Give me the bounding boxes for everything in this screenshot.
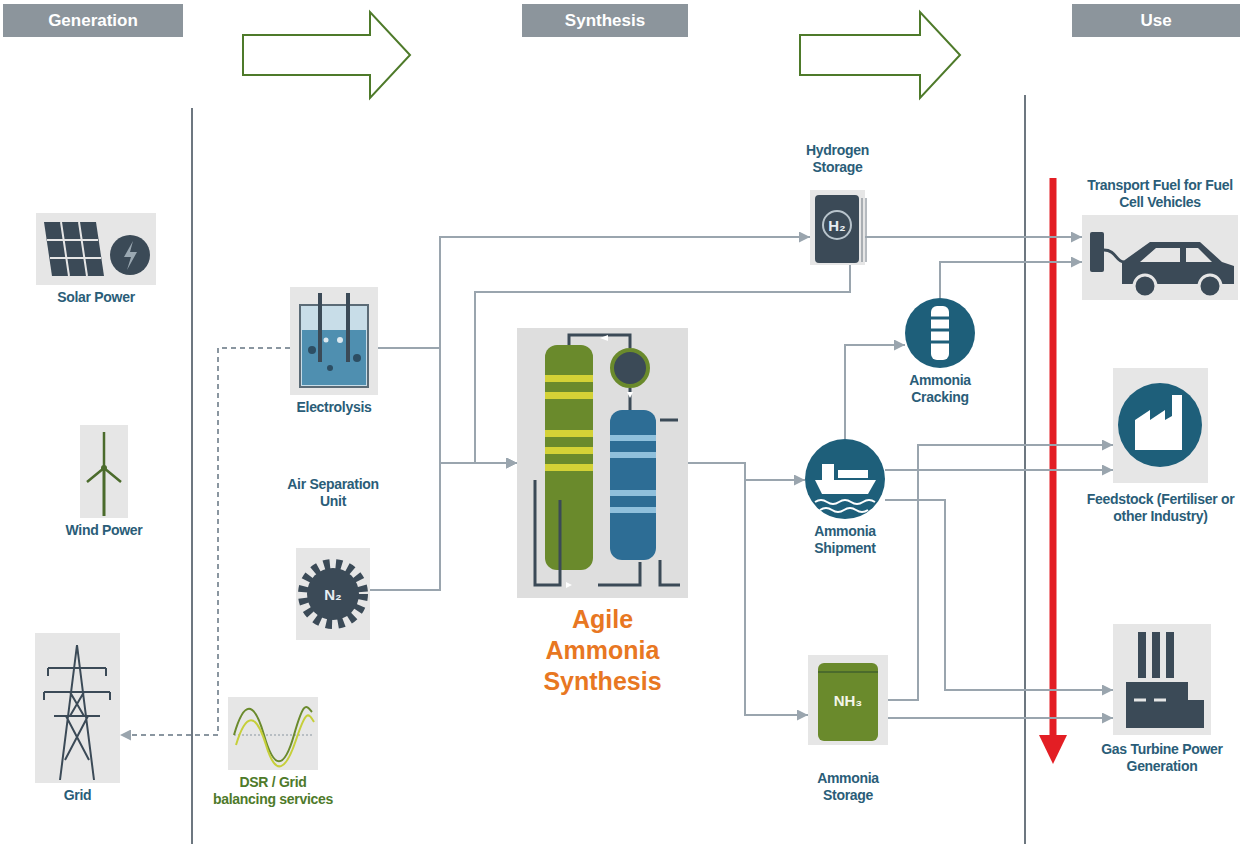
flow-arrow (888, 717, 1113, 719)
flow-arrow (475, 265, 850, 463)
flow-arrow (378, 348, 517, 463)
stage-header: Synthesis (522, 4, 688, 37)
stage-header: Generation (3, 4, 183, 37)
node-label: Ammonia Cracking (900, 372, 980, 406)
flow-arrow (885, 500, 1113, 690)
ship-icon (805, 439, 885, 519)
node-label: Agile Ammonia Synthesis (523, 604, 683, 697)
header-text: Synthesis (565, 11, 645, 31)
icon-node: Grid (35, 633, 120, 783)
header-text: Generation (48, 11, 138, 31)
flow-arrow (688, 463, 808, 715)
ammonia-tank-icon (808, 655, 888, 745)
icon-node: Electrolysis (290, 287, 378, 395)
node-label: DSR / Grid balancing services (207, 774, 339, 808)
header-text: Use (1140, 11, 1171, 31)
node-label: Grid (38, 787, 118, 804)
car-icon (1082, 215, 1238, 300)
node-label: Electrolysis (279, 399, 389, 416)
icon-node: Agile Ammonia Synthesis (517, 328, 688, 598)
separator-line (191, 108, 193, 844)
wind-icon (80, 425, 128, 518)
grid-pylon-icon (35, 633, 120, 783)
factory-icon (1113, 368, 1208, 483)
stage-arrow (243, 12, 410, 98)
cracking-icon (905, 298, 975, 368)
flow-arrow (885, 469, 1113, 471)
chemical-symbol: NH₃ (834, 692, 863, 709)
chemical-symbol: H₂ (828, 217, 846, 234)
icon-node: Ammonia Shipment (805, 439, 885, 519)
power-station-icon (1113, 624, 1211, 735)
stage-arrow (800, 12, 960, 98)
node-label: Hydrogen Storage (798, 142, 878, 176)
synthesis-plant-icon (517, 328, 688, 598)
flow-arrow (120, 348, 290, 735)
node-label: Solar Power (41, 289, 151, 306)
icon-node: Wind Power (80, 425, 128, 518)
icon-node: Ammonia Cracking (905, 298, 975, 368)
icon-node: Solar Power (36, 213, 156, 285)
node-label: Air Separation Unit (277, 476, 389, 510)
node-label: Gas Turbine Power Generation (1097, 741, 1227, 775)
chemical-symbol: N₂ (324, 586, 342, 603)
node-label: Wind Power (49, 522, 159, 539)
node-label: Ammonia Storage (808, 770, 888, 804)
solar-icon (36, 213, 156, 285)
hydrogen-tank-icon (810, 190, 866, 265)
order-arrow-head (1039, 735, 1067, 764)
dsr-icon (228, 697, 318, 770)
node-label: Ammonia Shipment (805, 523, 885, 557)
icon-node: Feedstock (Fertiliser or other Industry) (1113, 368, 1208, 483)
icon-node: Transport Fuel for Fuel Cell Vehicles (1082, 215, 1238, 300)
flow-arrow (865, 236, 1082, 238)
electrolysis-icon (290, 287, 378, 395)
flow-arrow (370, 463, 517, 590)
air-separation-icon (296, 548, 370, 640)
icon-node: Gas Turbine Power Generation (1113, 624, 1211, 735)
stage-header: Use (1072, 4, 1240, 37)
icon-node: DSR / Grid balancing services (228, 697, 318, 770)
node-label: Transport Fuel for Fuel Cell Vehicles (1085, 177, 1235, 211)
flow-arrow (888, 445, 1113, 700)
flow-arrow (940, 262, 1082, 298)
node-label: Feedstock (Fertiliser or other Industry) (1078, 491, 1243, 525)
flow-arrow (845, 345, 905, 439)
flow-arrow (688, 463, 805, 480)
